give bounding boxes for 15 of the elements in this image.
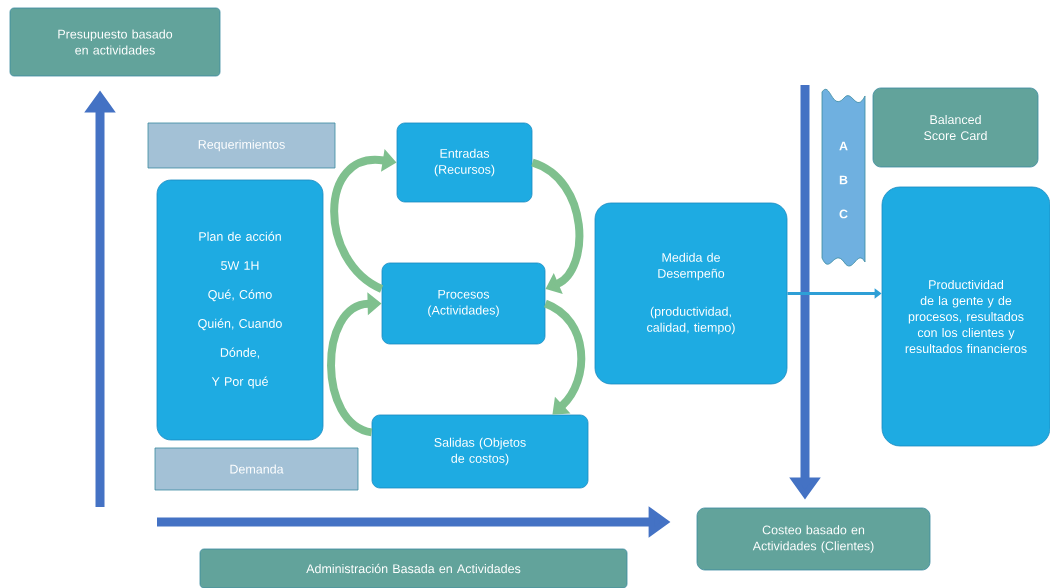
label-box: Administración Basada en Actividades [199, 548, 628, 588]
arrow [530, 158, 584, 295]
label-box: Demanda [154, 447, 359, 491]
label-box: Costeo basado en Actividades (Clientes) [696, 507, 931, 571]
arrow [543, 299, 586, 415]
process-box: Entradas (Recursos) [396, 122, 533, 203]
banner: A B C [821, 88, 866, 267]
label-box: Presupuesto basado en actividades [9, 7, 221, 77]
process-box: Medida de Desempeño (productividad, calidad, tiempo) [594, 202, 788, 385]
label-box: Requerimientos [147, 122, 336, 169]
process-box: Productividad de la gente y de procesos, resultados con los clientes y resultados financieros [881, 186, 1050, 447]
process-box: Plan de acción 5W 1H Qué, Cómo Quién, Cuando Dónde, Y Por qué [156, 179, 324, 441]
process-box: Salidas (Objetos de costos) [371, 414, 589, 489]
process-box: Procesos (Actividades) [381, 262, 546, 345]
label-box: Balanced Score Card [872, 87, 1039, 168]
